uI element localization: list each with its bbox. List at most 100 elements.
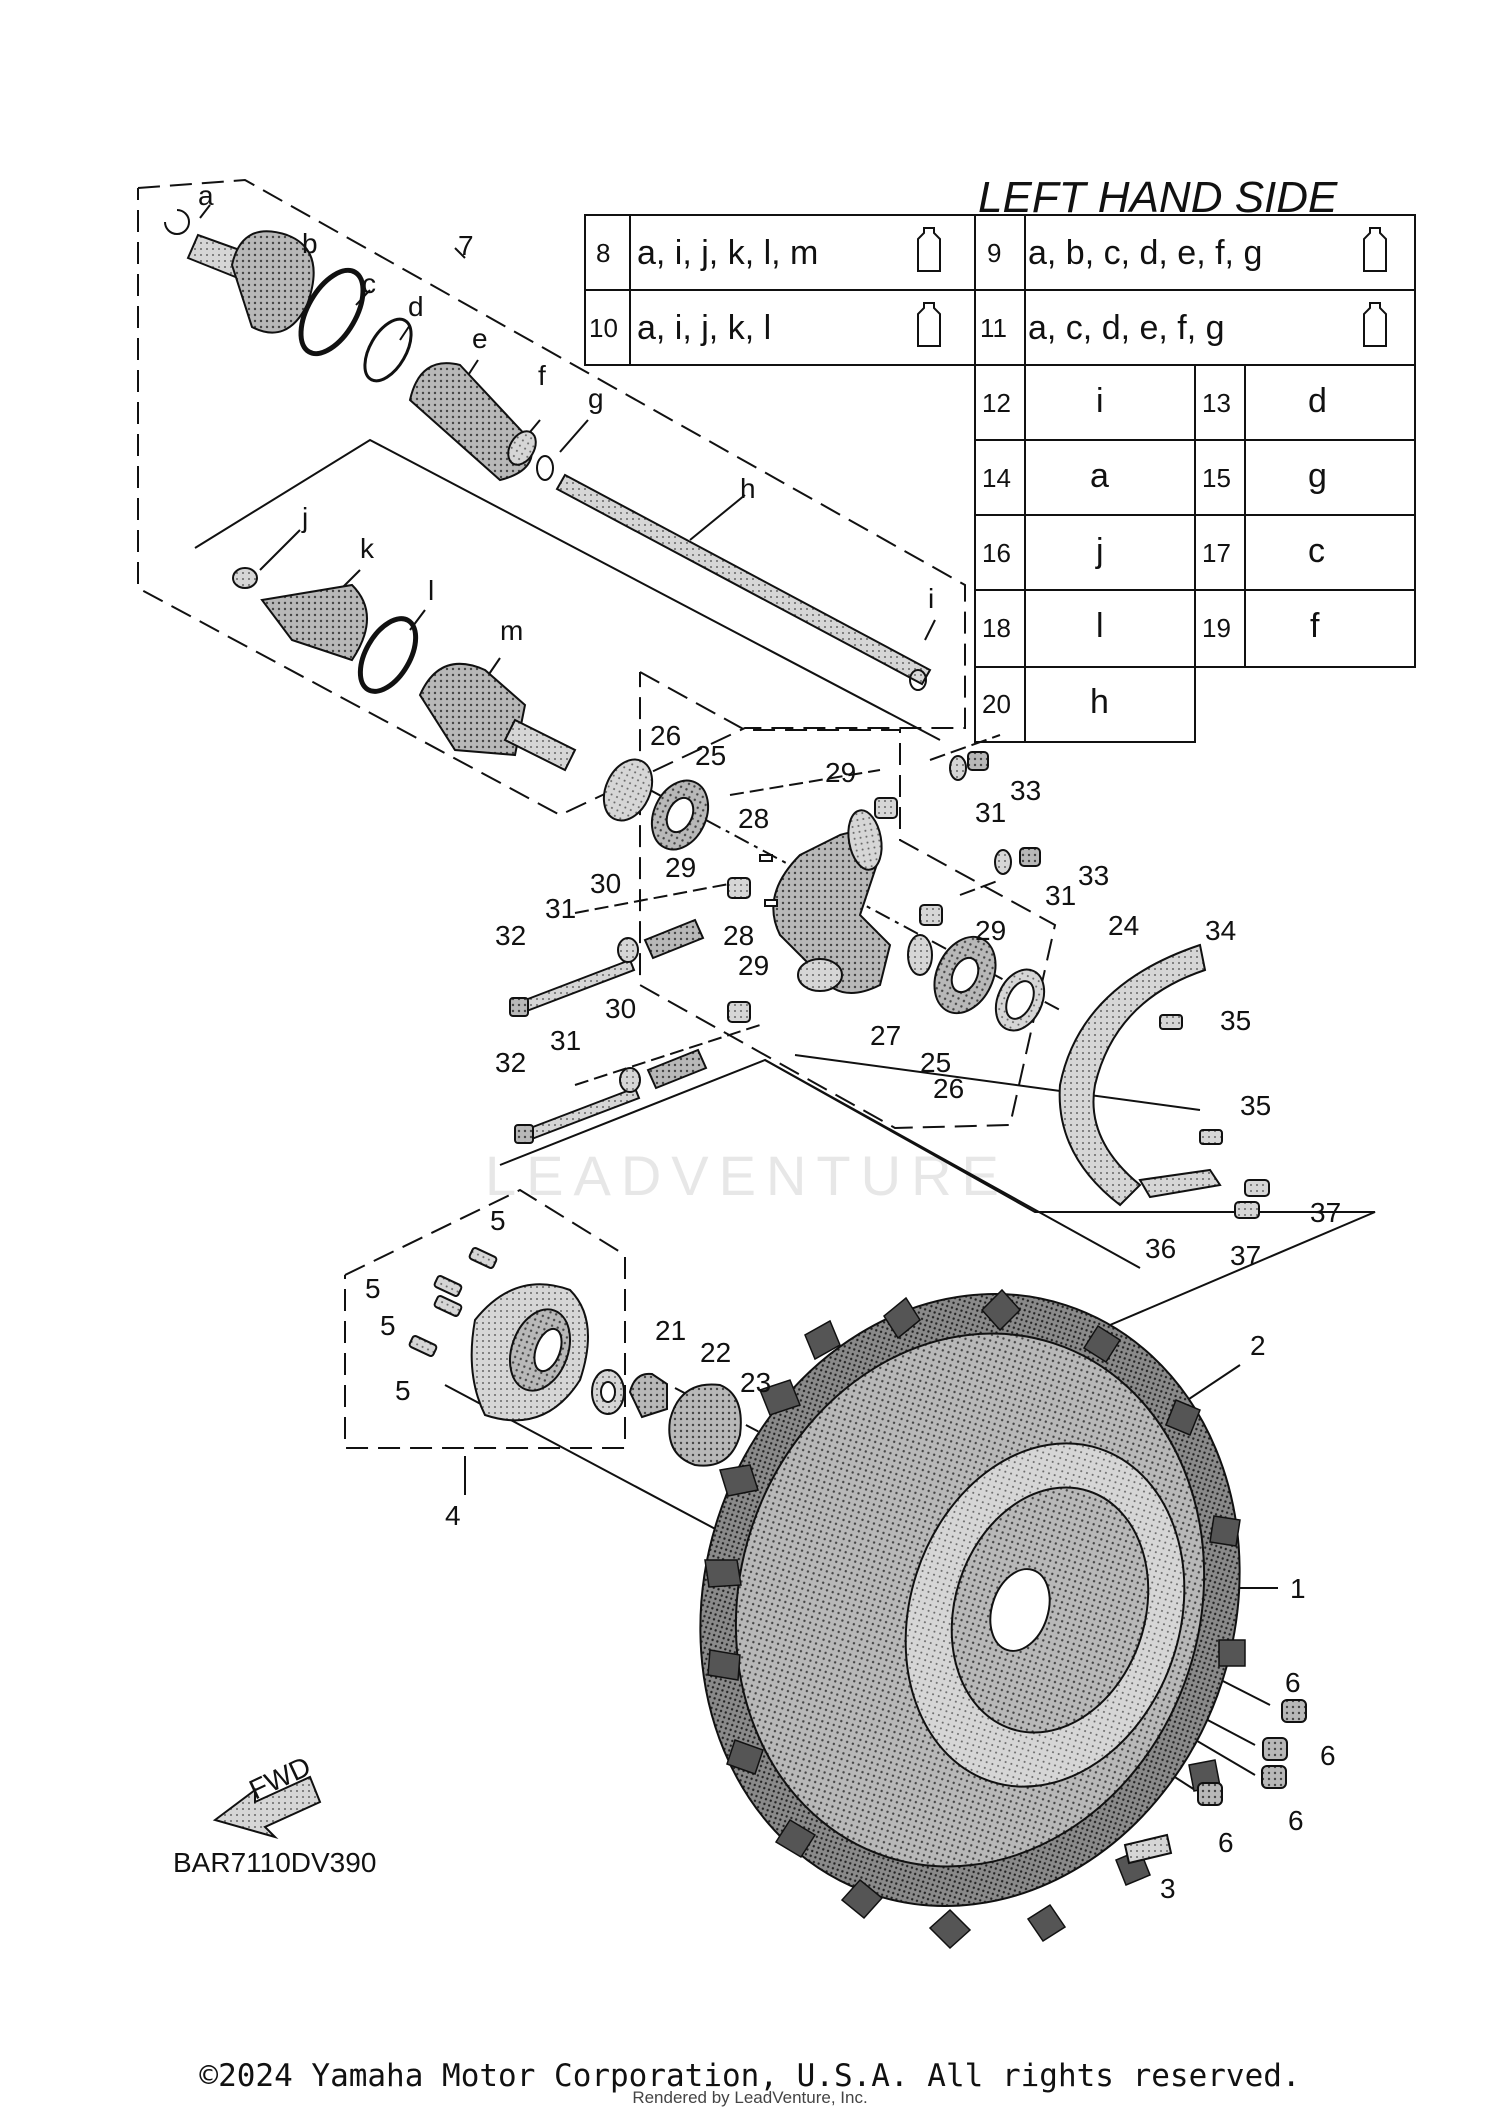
hub-group-outline [344,1188,626,1449]
valve-3 [1123,1833,1173,1865]
callout-6: 6 [1288,1805,1304,1836]
callout-26: 26 [650,720,681,751]
boot-band-d [363,317,413,383]
stud-5 [433,1275,463,1297]
grease-row-letters: a, c, d, e, f, g [1028,309,1225,347]
assembly-outlines [137,178,1057,1449]
copyright-notice: ©2024 Yamaha Motor Corporation, U.S.A. A… [199,2058,1301,2094]
callout-35: 35 [1240,1090,1271,1121]
boot-band-c [298,267,366,357]
knuckle-parts [509,751,1270,1219]
hub-parts [408,1247,742,1467]
callout-k: k [360,533,375,564]
callout-h: h [740,473,756,504]
callout-b: b [302,228,318,259]
callout-37: 37 [1310,1197,1341,1228]
callout-25: 25 [695,740,726,771]
spacer-27 [907,934,933,976]
nut-33 [967,751,989,771]
grease-row-num: 8 [596,238,610,268]
grease-row-letters: a, i, j, k, l, m [637,234,818,272]
bolt-35 [1159,1014,1183,1030]
map-num: 18 [982,613,1011,643]
map-letter: i [1096,382,1104,420]
map-num: 16 [982,538,1011,568]
callout-6: 6 [1218,1827,1234,1858]
callout-21: 21 [655,1315,686,1346]
stud-5 [433,1295,463,1317]
washer-31 [619,1067,641,1093]
grease-row-num: 11 [980,313,1007,343]
grease-row-num: 9 [987,238,1001,268]
callout-31: 31 [545,893,576,924]
grease-row-num: 10 [589,313,618,343]
circlip-j [232,567,258,589]
boot-k [260,583,368,662]
collar-29 [727,877,751,899]
nut-33 [1019,847,1041,867]
callout-c: c [362,268,376,299]
collar-29 [727,1001,751,1023]
diagram-heading: LEFT HAND SIDE [978,173,1338,222]
callout-d: d [408,291,424,322]
map-num: 17 [1202,538,1231,568]
callout-3: 3 [1160,1873,1176,1904]
callout-31: 31 [550,1025,581,1056]
wheel-assembly [699,1288,1307,1950]
callout-22: 22 [700,1337,731,1368]
map-num: 15 [1202,463,1231,493]
map-letter: h [1090,683,1109,721]
driveshaft-group-outline [137,178,966,817]
callout-5: 5 [365,1273,381,1304]
callout-28: 28 [738,803,769,834]
callout-29: 29 [975,915,1006,946]
nut-22 [628,1372,668,1419]
callout-f: f [538,360,546,391]
callout-29: 29 [825,757,856,788]
collar-30 [643,918,705,960]
map-letter: a [1090,457,1109,495]
callout-31: 31 [1045,880,1076,911]
callout-2: 2 [1250,1330,1266,1361]
callout-26: 26 [933,1073,964,1104]
collar-29 [874,797,898,819]
callout-j: j [301,502,308,533]
grease-row-letters: a, b, c, d, e, f, g [1028,234,1262,272]
boot-band-f [507,430,537,466]
callout-e: e [472,323,488,354]
map-letter: d [1308,382,1327,420]
grease-tube-icon [917,227,1387,347]
callout-32: 32 [495,1047,526,1078]
callout-37: 37 [1230,1240,1261,1271]
cotter-pin-28 [759,854,773,862]
cap-23 [668,1383,742,1467]
oil-seal-26-top [602,758,654,822]
circlip-i [909,669,927,691]
callout-6: 6 [1320,1740,1336,1771]
collar-29 [919,904,943,926]
bolt-37 [1234,1201,1260,1219]
map-letter: g [1308,457,1327,495]
bolt-35 [1199,1129,1223,1145]
collar-30 [646,1048,708,1090]
cotter-pin-28 [764,899,778,907]
map-table-text: 12 i 13 d 14 a 15 g 16 j 17 c 18 l 19 f … [982,382,1327,721]
drive-shaft-parts [164,209,932,772]
callout-7: 7 [458,230,474,261]
knuckle-group-outline [639,671,1057,1130]
callout-1: 1 [1290,1573,1306,1604]
map-letter: j [1095,532,1104,570]
map-num: 19 [1202,613,1231,643]
callout-m: m [500,615,523,646]
callout-i: i [928,583,934,614]
callout-35: 35 [1220,1005,1251,1036]
grease-table-text: 8 a, i, j, k, l, m 9 a, b, c, d, e, f, g… [589,234,1262,347]
wheel-nut-6 [1261,1765,1287,1789]
callout-5: 5 [490,1205,506,1236]
map-letter: c [1308,532,1325,570]
stud-5 [408,1335,438,1357]
callout-32: 32 [495,920,526,951]
grease-table [584,214,1416,366]
map-num: 20 [982,689,1011,719]
